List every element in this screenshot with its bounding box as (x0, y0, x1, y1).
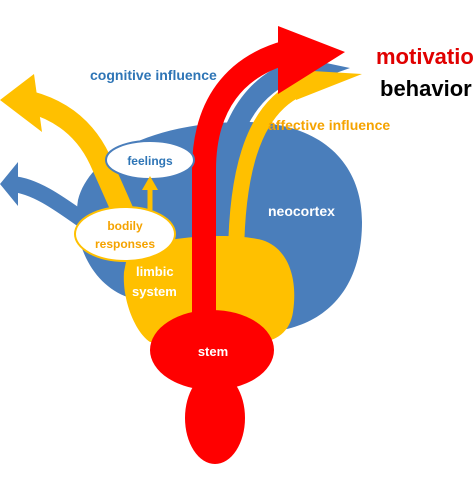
affective-left-arrowhead (0, 74, 42, 132)
feelings-label: feelings (127, 154, 173, 168)
behavior-label: behavior (380, 76, 472, 101)
bodily-label-line1: bodily (107, 219, 143, 233)
feelings-up-arrowhead (142, 176, 158, 190)
stem-base (185, 372, 245, 464)
stem-shaft (192, 40, 292, 320)
cognitive-influence-label: cognitive influence (90, 67, 217, 83)
stem-bulb (150, 310, 274, 390)
motivation-arrowhead (278, 26, 345, 94)
bodily-label-line2: responses (95, 237, 155, 251)
bodily-responses-bubble (74, 206, 176, 262)
limbic-label-line1: limbic (136, 264, 174, 279)
neocortex-label: neocortex (268, 203, 335, 219)
limbic-label-line2: system (132, 284, 177, 299)
affective-influence-label: affective influence (268, 117, 390, 133)
cognitive-left-arrowhead (0, 162, 18, 206)
stem-label: stem (198, 344, 228, 359)
motivation-label: motivatio (376, 44, 474, 69)
affective-right-arrow (228, 80, 304, 263)
affective-right-arrowhead (296, 70, 362, 100)
